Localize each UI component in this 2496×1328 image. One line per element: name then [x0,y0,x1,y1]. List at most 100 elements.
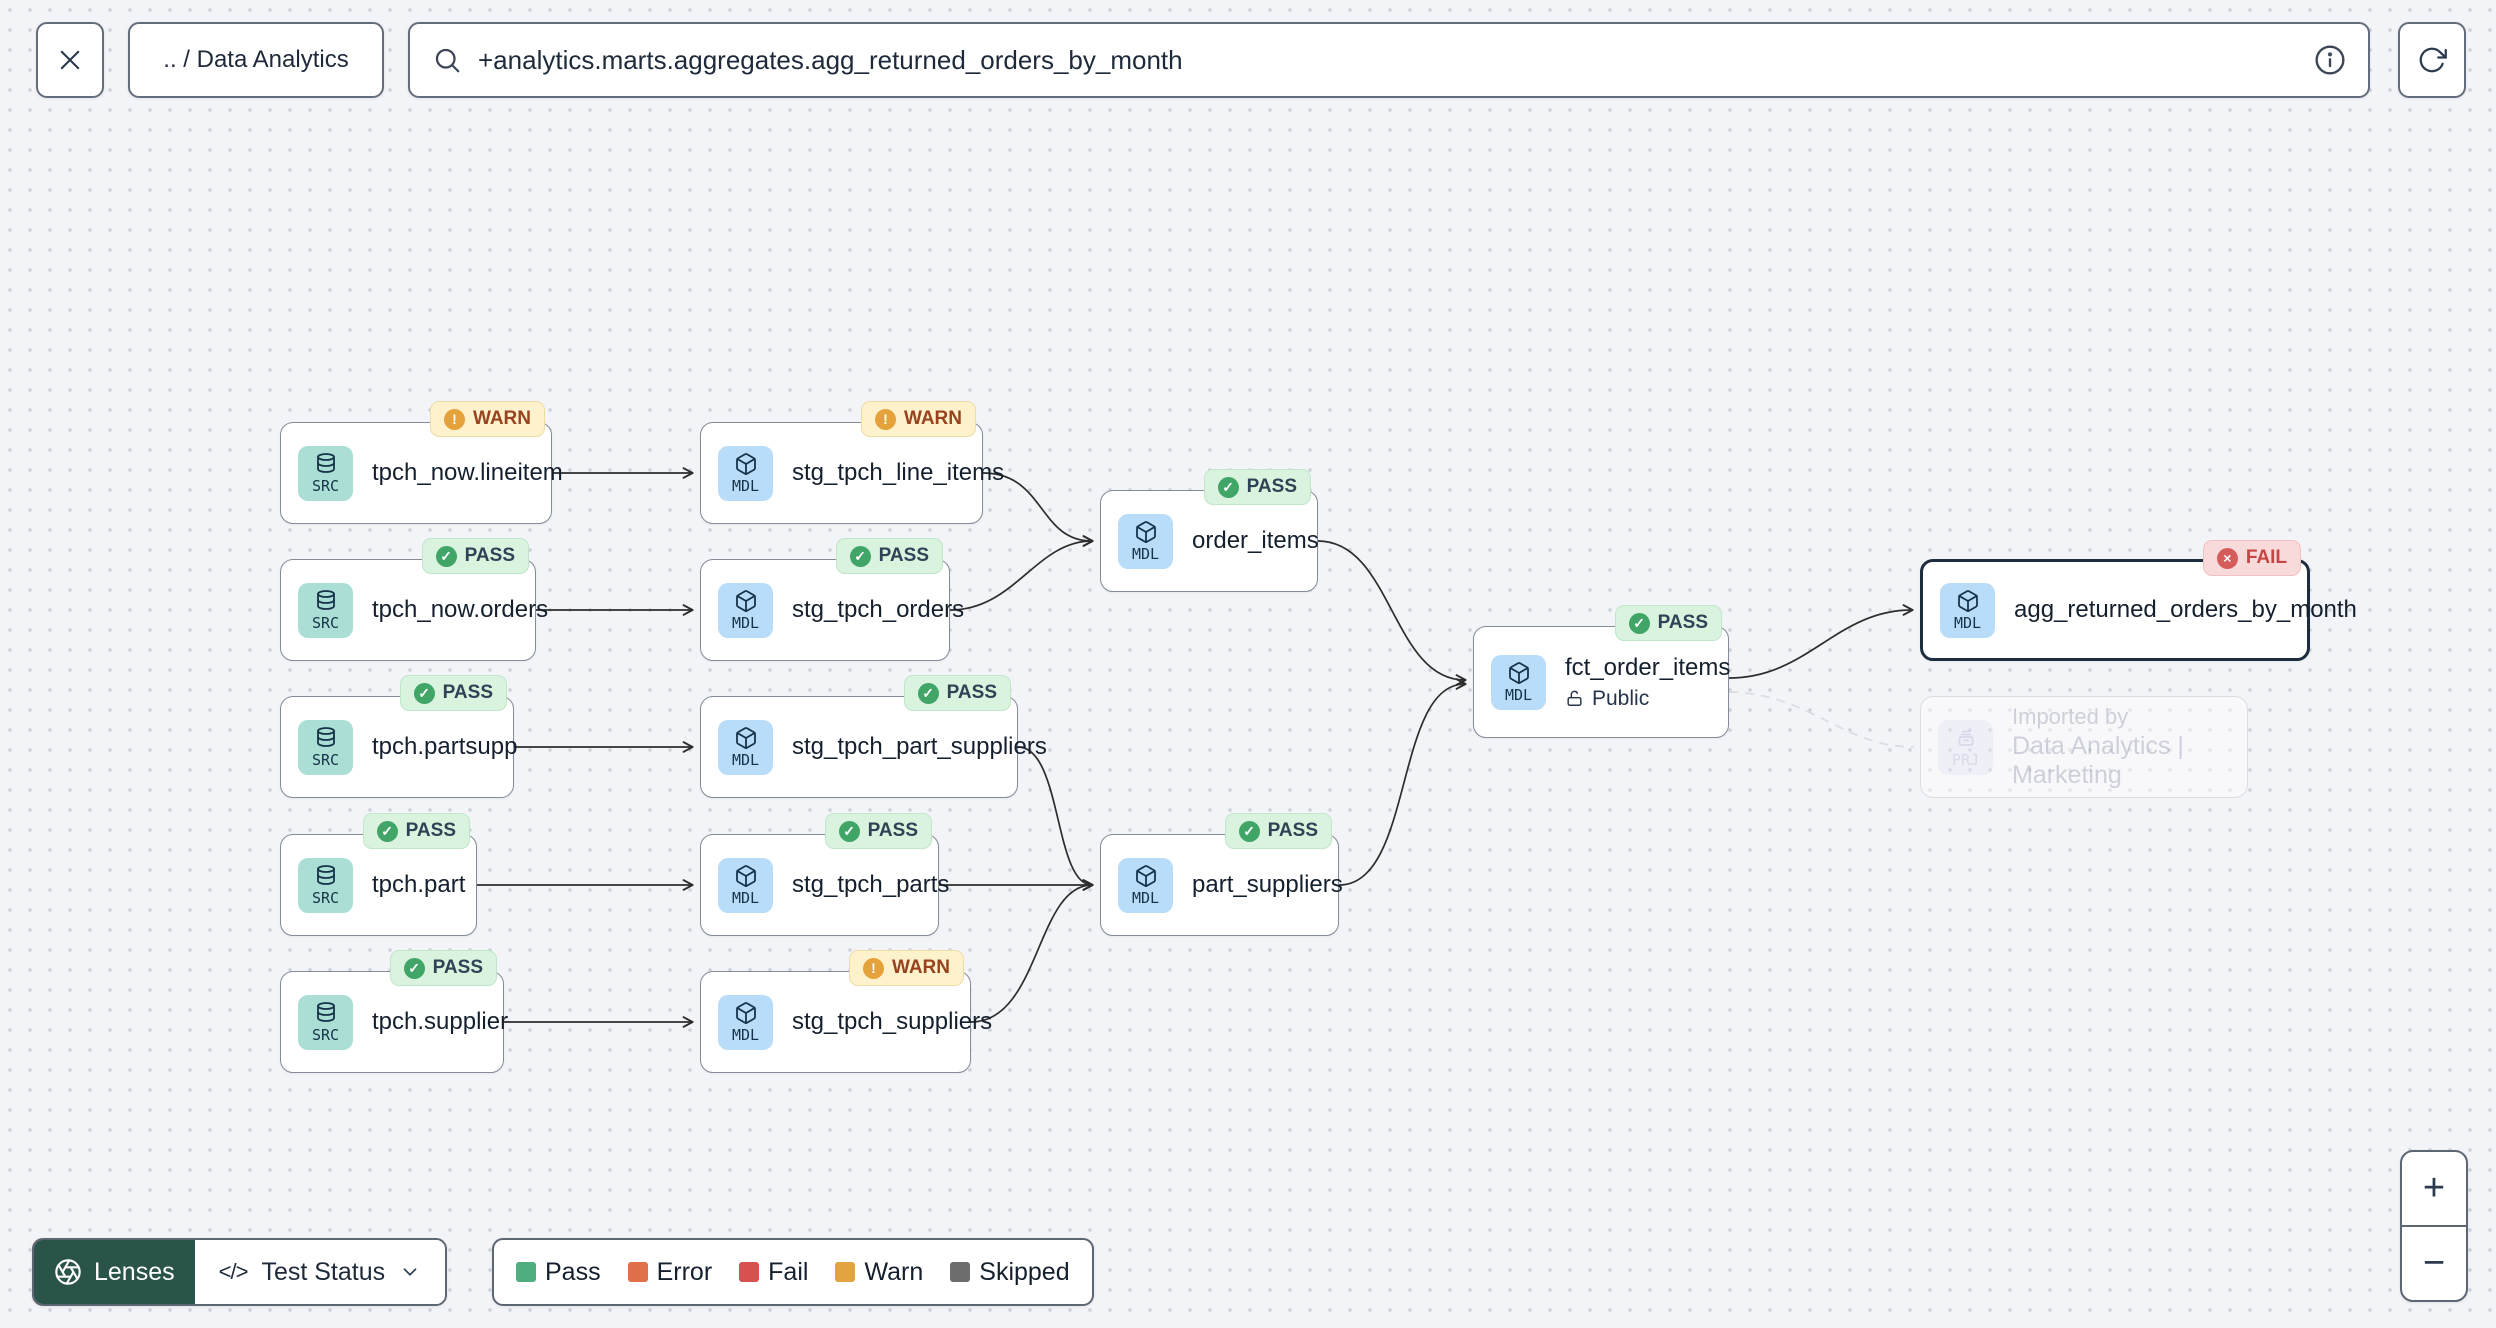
model-chip: MDL [718,719,773,775]
node-title: tpch.partsupp [372,733,518,760]
warn-icon: ! [862,957,884,979]
chip-label: MDL [1953,613,1982,632]
node-title: stg_tpch_line_items [792,459,1005,486]
database-icon [314,589,338,613]
status-badge-label: PASS [464,545,515,566]
node-title: stg_tpch_parts [792,871,950,898]
graph-node-stg-tpch-orders[interactable]: ✓ PASS MDL stg_tpch_orders [700,538,964,661]
chip-label: SRC [311,613,340,632]
close-button[interactable] [36,22,104,98]
legend-item-pass: Pass [516,1258,601,1287]
chip-label: PRJ [1951,750,1980,769]
lenses-button[interactable]: Lenses [34,1240,195,1304]
graph-node-part-suppliers[interactable]: ✓ PASS MDL part_suppliers [1100,813,1343,936]
node-title: tpch_now.lineitem [372,459,563,486]
breadcrumb-label: .. / Data Analytics [163,46,349,73]
unlock-icon [1565,689,1584,708]
status-badge-label: PASS [432,957,483,978]
search-input[interactable] [478,44,2298,76]
fail-swatch [739,1262,760,1282]
status-badge-label: PASS [946,682,997,703]
cube-icon [1134,864,1158,888]
model-chip: MDL [1118,513,1173,569]
check-icon: ✓ [1238,820,1260,842]
node-title: tpch.supplier [372,1008,509,1035]
lens-selected-label: Test Status [261,1257,386,1286]
graph-node-fct-order-items[interactable]: ✓ PASS MDL fct_order_items Public [1473,605,1730,738]
lens-selector[interactable]: </> Test Status [194,1240,446,1304]
legend-label: Fail [768,1257,809,1286]
status-badge: ! WARN [429,401,545,437]
chip-label: MDL [731,613,760,632]
legend-item-fail: Fail [739,1258,808,1287]
chip-label: SRC [311,888,340,907]
legend-label: Warn [864,1257,924,1286]
graph-node-tpch-now-lineitem[interactable]: ! WARN SRC tpch_now.lineitem [280,401,563,524]
graph-node-stg-tpch-part-suppliers[interactable]: ✓ PASS MDL stg_tpch_part_suppliers [700,675,1047,798]
aperture-icon [54,1258,82,1286]
source-chip: SRC [298,582,353,638]
graph-node-tpch-supplier[interactable]: ✓ PASS SRC tpch.supplier [280,950,508,1073]
chip-label: MDL [731,750,760,769]
cube-icon [1956,589,1980,613]
status-badge: ! WARN [848,950,964,986]
status-badge: ✓ PASS [362,813,470,849]
database-icon [314,864,338,888]
source-chip: SRC [298,719,353,775]
lens-control: Lenses </> Test Status [32,1238,448,1306]
zoom-in-button[interactable]: + [2402,1152,2466,1227]
graph-node-order-items[interactable]: ✓ PASS MDL order_items [1100,469,1319,592]
info-icon[interactable] [2314,44,2346,76]
status-badge-label: WARN [891,957,950,978]
close-icon [56,46,84,74]
edge [1017,746,1094,891]
status-badge: ✓ PASS [421,538,529,574]
node-subtitle: Data Analytics | Marketing [2012,732,2184,789]
graph-node-tpch-part[interactable]: ✓ PASS SRC tpch.part [280,813,477,936]
project-chip: PRJ [1938,719,1993,775]
check-icon: ✓ [376,820,398,842]
node-title: part_suppliers [1192,871,1343,898]
graph-node-agg-returned-orders-by-month[interactable]: × FAIL MDL agg_returned_orders_by_month [1920,540,2357,661]
edge [949,535,1094,611]
status-badge-label: PASS [1267,820,1318,841]
legend-item-warn: Warn [835,1258,923,1287]
test-status-legend: Pass Error Fail Warn Skipped [492,1238,1094,1306]
status-badge: ✓ PASS [903,675,1011,711]
legend-item-error: Error [627,1257,713,1287]
search-bar [408,22,2370,98]
model-chip: MDL [718,445,773,501]
breadcrumb[interactable]: .. / Data Analytics [128,22,384,98]
edge-faded [1728,691,1915,748]
status-badge-label: PASS [405,820,456,841]
check-icon: ✓ [435,545,457,567]
source-chip: SRC [298,994,353,1050]
database-icon [314,1001,338,1025]
check-icon: ✓ [1628,612,1650,634]
legend-label: Error [656,1257,713,1286]
status-badge-label: PASS [1657,612,1708,633]
node-title: agg_returned_orders_by_month [2014,596,2357,623]
chip-label: SRC [311,750,340,769]
cube-icon [1507,661,1531,685]
check-icon: ✓ [413,682,435,704]
graph-node-stg-tpch-suppliers[interactable]: ! WARN MDL stg_tpch_suppliers [700,950,992,1073]
check-icon: ✓ [838,820,860,842]
model-chip: MDL [1491,654,1546,710]
graph-node-tpch-now-orders[interactable]: ✓ PASS SRC tpch_now.orders [280,538,548,661]
node-title: tpch.part [372,871,466,898]
cube-icon [734,452,758,476]
graph-node-stg-tpch-line-items[interactable]: ! WARN MDL stg_tpch_line_items [700,401,1004,524]
legend-label: Pass [545,1257,601,1286]
graph-node-stg-tpch-parts[interactable]: ✓ PASS MDL stg_tpch_parts [700,813,949,936]
graph-node-tpch-partsupp[interactable]: ✓ PASS SRC tpch.partsupp [280,675,518,798]
database-icon [314,452,338,476]
status-badge: ✓ PASS [1614,605,1722,641]
refresh-button[interactable] [2398,22,2466,98]
node-title: stg_tpch_orders [792,596,965,623]
graph-node-imported-by-project[interactable]: PRJ Imported by Data Analytics | Marketi… [1920,696,2248,798]
zoom-out-button[interactable]: − [2422,1242,2446,1284]
access-label: Public [1592,686,1650,710]
skipped-swatch [950,1262,971,1282]
